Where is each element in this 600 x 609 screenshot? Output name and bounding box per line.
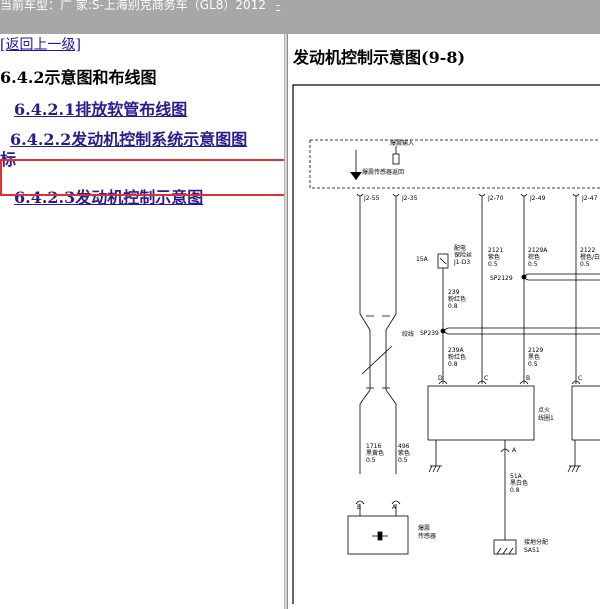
fuse-symbol — [437, 253, 449, 274]
knock-sensor-box — [347, 515, 409, 555]
ignition-coil-box — [427, 385, 535, 441]
splice-sp2129 — [521, 273, 600, 281]
sensor-crystal-icon — [377, 531, 383, 541]
nav-link-hose-routing[interactable]: 6.4.2.1排放软管布线图 — [14, 100, 188, 119]
pin-j247: J2-47 — [581, 195, 598, 202]
wire-239-gauge: 0.8 — [448, 303, 458, 310]
wire-51a-id: 51A — [510, 473, 523, 480]
twisted-pair-label: 绞线 — [402, 330, 414, 338]
vehicle-model-link[interactable]: - — [275, 0, 281, 12]
wire-1716-gauge: 0.5 — [366, 457, 376, 464]
wire-2129a-id: 2129A — [528, 247, 548, 254]
wire-239-id: 239 — [448, 289, 460, 296]
resistor-icon — [392, 153, 400, 165]
coil-label-2: 线圈1 — [538, 414, 554, 422]
chassis-ground-icon — [428, 465, 442, 473]
diagram-frame — [292, 84, 600, 604]
wire-51a-color: 黑白色 — [510, 479, 528, 487]
vehicle-model-label: 当前车型：广 家:S-上海别克商务车（GL8）2012 - — [0, 0, 280, 13]
wire-2121-gauge: 0.5 — [488, 261, 498, 268]
signal-input-label: 爆震输入 — [390, 139, 414, 147]
wire-239-color: 粉红色 — [448, 295, 466, 303]
pin-j235: J2-35 — [401, 195, 418, 202]
nav-link-engine-control-schematic[interactable]: 6.4.2.3发动机控制示意图 — [14, 188, 204, 207]
content-pane: 发动机控制示意图(9-8) 爆震传感器返回 爆震输入 J2-55 J2-35 J… — [288, 34, 600, 609]
wire-239a-gauge: 0.8 — [448, 361, 458, 368]
section-title: 6.4.2示意图和布线图 — [0, 68, 157, 87]
knock-pin-b: B — [357, 504, 361, 511]
coil-pin-d: D — [438, 375, 443, 382]
pin-j270: J2-70 — [487, 195, 504, 202]
pin-j249: J2-49 — [529, 195, 546, 202]
wire-2121-color: 紫色 — [488, 253, 500, 261]
wire-51a-gauge: 0.8 — [510, 487, 520, 494]
ground-distribution-label-2: SA51 — [524, 547, 540, 554]
coil-pin-b: B — [526, 375, 530, 382]
wire-1716: 1716 — [366, 443, 381, 450]
wire-2129a-gauge: 0.5 — [528, 261, 538, 268]
coil-pin-c: C — [484, 375, 488, 382]
wire-2129-id: 2129 — [528, 347, 543, 354]
nav-link-line2: 标 — [0, 150, 17, 169]
fuse-rating: 15A — [416, 256, 429, 263]
wire-496-gauge: 0.5 — [398, 457, 408, 464]
chassis-ground-icon — [567, 465, 581, 473]
splice-sp239 — [440, 327, 600, 335]
nav-link-line1: 6.4.2.2发动机控制系统示意图图 — [10, 130, 248, 149]
knock-sensor-label-2: 传感器 — [418, 532, 436, 540]
fuse-box-label-1: 配电 — [454, 244, 466, 252]
knock-sensor-label-1: 爆震 — [418, 524, 430, 532]
back-link[interactable]: [返回上一级] — [0, 37, 81, 53]
wiring-diagram: 爆震传感器返回 爆震输入 J2-55 J2-35 J2-70 J2-49 J2-… — [292, 84, 600, 604]
wire-239a-color: 粉红色 — [448, 353, 466, 361]
splice-sp239-label: SP239 — [420, 330, 439, 337]
wire-2129-gauge: 0.5 — [528, 361, 538, 368]
page-title: 发动机控制示意图(9-8) — [293, 48, 466, 67]
pin-j255: J2-55 — [363, 195, 380, 202]
splice-sp2129-label: SP2129 — [490, 275, 513, 282]
vehicle-model-text: 当前车型：广 家:S-上海别克商务车（GL8）2012 — [0, 0, 266, 12]
sensor-ground-label: 爆震传感器返回 — [362, 168, 404, 176]
ground-distribution-label-1: 接地分配 — [524, 538, 548, 546]
ignition-coil-2-box — [571, 385, 600, 441]
wire-1716-color: 黑黄色 — [366, 449, 384, 457]
ecm-module-outline — [309, 139, 600, 189]
fuse-id: J1-D3 — [453, 259, 470, 266]
wire-496: 496 — [398, 443, 410, 450]
knock-pin-a: A — [392, 504, 397, 511]
wire-239a-id: 239A — [448, 347, 464, 354]
wire-2129-color: 黑色 — [528, 353, 540, 361]
knock-sensor-wires — [359, 196, 397, 474]
ground-distribution-icon — [493, 539, 517, 555]
frame-divider[interactable] — [284, 34, 288, 609]
fuse-box-label-2: 保险丝 — [454, 251, 472, 259]
wire-2122-gauge: 0.5 — [580, 261, 590, 268]
wire-2122-id: 2122 — [580, 247, 595, 254]
coil-label-1: 点火 — [538, 406, 550, 414]
coil2-pin-c: C — [578, 375, 582, 382]
nav-link-engine-control-schematic-icons[interactable]: 6.4.2.2发动机控制系统示意图图 标 — [0, 130, 285, 169]
wire-2121-id: 2121 — [488, 247, 503, 254]
wire-496-color: 紫色 — [398, 449, 410, 457]
wire-2129a-color: 棕色 — [528, 253, 540, 261]
sidebar: [返回上一级] 6.4.2示意图和布线图 6.4.2.1排放软管布线图 6.4.… — [0, 34, 295, 609]
top-bar: 当前车型：广 家:S-上海别克商务车（GL8）2012 - — [0, 0, 600, 34]
wire-2122-color: 橙色/白色 — [580, 253, 600, 261]
ground-arrow-icon — [350, 172, 362, 180]
coil-pin-a: A — [512, 447, 517, 454]
